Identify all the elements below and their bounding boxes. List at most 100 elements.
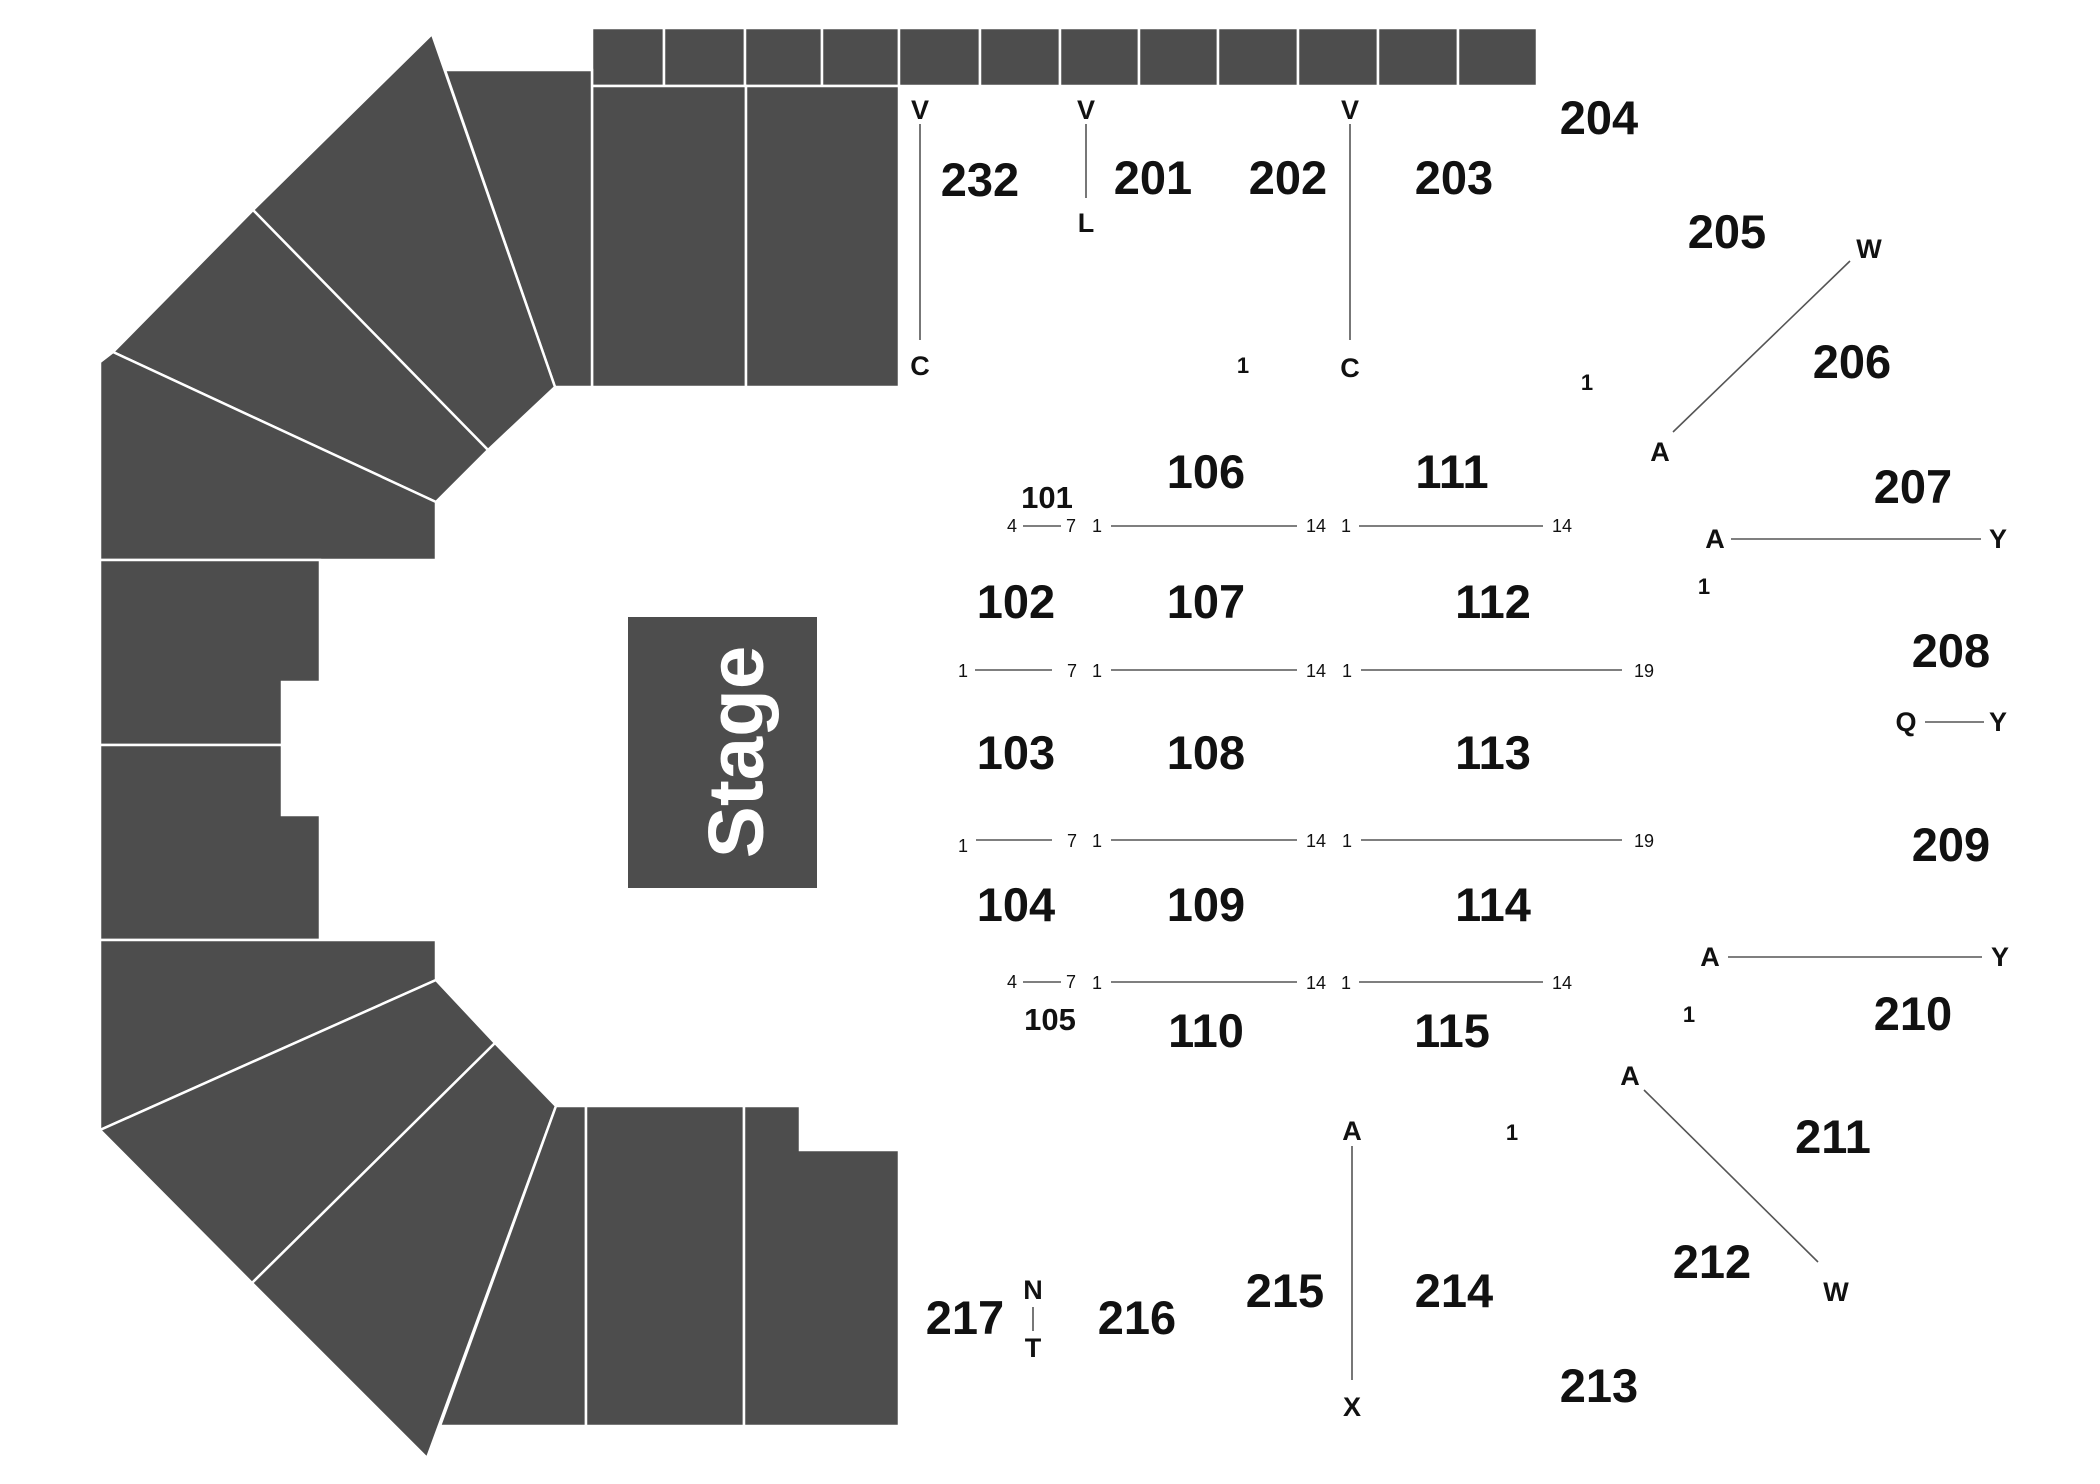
section-204-label[interactable]: 204 [1560,91,1638,144]
row-marker-207-a: A [1705,524,1725,554]
upper-block-top-12[interactable] [1456,26,1539,88]
section-232-label[interactable]: 232 [941,153,1019,206]
seat-num-115-end: 14 [1552,973,1572,993]
upper-block-left-2[interactable] [98,743,322,942]
upper-block-top-big-1[interactable] [590,84,748,389]
section-105-label[interactable]: 105 [1024,1002,1076,1037]
section-212-label[interactable]: 212 [1673,1235,1751,1288]
row-marker-207-y: Y [1989,524,2007,554]
section-110-label[interactable]: 110 [1168,1004,1244,1057]
row-marker-208-y: Y [1989,707,2007,737]
section-210-label[interactable]: 210 [1874,987,1952,1040]
seat-num-105-end: 7 [1066,972,1076,992]
upper-block-top-9[interactable] [1216,26,1300,88]
seat-num-102-start: 1 [958,661,968,681]
section-112-label[interactable]: 112 [1455,575,1531,628]
row-marker-206-a: A [1650,437,1670,467]
seat-marker-202: 1 [1237,353,1249,378]
row-line-206 [1672,260,1851,433]
seat-num-107-end: 14 [1306,661,1326,681]
upper-block-bottom-big-2[interactable] [742,1104,901,1428]
row-marker-215-x: X [1343,1392,1361,1422]
section-111-label[interactable]: 111 [1415,445,1488,498]
row-marker-212-w: W [1823,1277,1849,1307]
row-marker-206-w: W [1856,234,1882,264]
row-marker-216-n: N [1023,1275,1043,1305]
floor-row-lines: 4 7 1 14 1 14 1 7 1 14 1 19 1 7 1 14 1 1… [958,516,1654,993]
upper-row-indicators: V C V L V C W A A Y Q Y A Y A W A X [910,95,2009,1422]
seat-num-106-start: 1 [1092,516,1102,536]
upper-block-top-5[interactable] [897,26,982,88]
seat-marker-214: 1 [1506,1120,1518,1145]
section-202-label[interactable]: 202 [1249,151,1327,204]
section-106-label[interactable]: 106 [1167,445,1245,498]
stage[interactable]: Stage [628,617,817,888]
upper-block-top-7[interactable] [1058,26,1141,88]
left-seating-blocks [97,26,1539,1461]
section-101-label[interactable]: 101 [1021,480,1073,515]
section-102-label[interactable]: 102 [977,575,1055,628]
row-marker-210-a: A [1700,942,1720,972]
section-211-label[interactable]: 211 [1795,1110,1871,1163]
seat-num-111-start: 1 [1341,516,1351,536]
upper-block-top-2[interactable] [662,26,747,88]
seat-num-115-start: 1 [1341,973,1351,993]
upper-block-top-1[interactable] [590,26,666,88]
row-marker-203-v: V [1341,95,1359,125]
stage-platform [628,617,817,888]
section-104-label[interactable]: 104 [977,878,1055,931]
seat-num-107-start: 1 [1092,661,1102,681]
section-216-label[interactable]: 216 [1098,1291,1176,1344]
row-marker-208-q: Q [1895,707,1916,737]
upper-seat-markers: 1 1 1 1 1 [1237,353,1710,1145]
section-203-label[interactable]: 203 [1415,151,1493,204]
seat-num-110-end: 14 [1306,973,1326,993]
seat-marker-204: 1 [1581,370,1593,395]
section-109-label[interactable]: 109 [1167,878,1245,931]
section-115-label[interactable]: 115 [1414,1004,1490,1057]
upper-block-bottom-big-1[interactable] [584,1104,746,1428]
upper-block-top-4[interactable] [820,26,901,88]
row-marker-212-a: A [1620,1061,1640,1091]
seat-num-103-end: 7 [1067,831,1077,851]
seat-num-105-start: 4 [1007,972,1017,992]
seat-marker-207: 1 [1698,574,1710,599]
section-209-label[interactable]: 209 [1912,818,1990,871]
seat-num-108-end: 14 [1306,831,1326,851]
upper-block-top-3[interactable] [743,26,824,88]
section-113-label[interactable]: 113 [1455,726,1531,779]
seat-num-101-end: 7 [1066,516,1076,536]
section-207-label[interactable]: 207 [1874,460,1952,513]
seat-num-101-start: 4 [1007,516,1017,536]
upper-block-top-6[interactable] [978,26,1062,88]
section-205-label[interactable]: 205 [1688,205,1766,258]
seat-num-113-end: 19 [1634,831,1654,851]
section-217-label[interactable]: 217 [926,1291,1004,1344]
upper-block-top-11[interactable] [1376,26,1460,88]
section-206-label[interactable]: 206 [1813,335,1891,388]
section-208-label[interactable]: 208 [1912,624,1990,677]
upper-block-top-big-2[interactable] [744,84,901,389]
row-line-212 [1643,1089,1819,1263]
section-108-label[interactable]: 108 [1167,726,1245,779]
section-213-label[interactable]: 213 [1560,1359,1638,1412]
section-201-label[interactable]: 201 [1114,151,1192,204]
seat-num-103-start: 1 [958,836,968,856]
row-marker-201-v: V [1077,95,1095,125]
row-marker-216-t: T [1025,1333,1042,1363]
upper-block-fan-3[interactable] [98,350,438,562]
section-214-label[interactable]: 214 [1415,1264,1493,1317]
section-215-label[interactable]: 215 [1246,1264,1324,1317]
section-103-label[interactable]: 103 [977,726,1055,779]
upper-block-top-8[interactable] [1137,26,1220,88]
seat-num-112-start: 1 [1342,661,1352,681]
row-marker-215-a: A [1342,1116,1362,1146]
row-marker-232-v: V [911,95,929,125]
floor-section-labels: 101 102 103 104 105 106 107 108 109 110 … [977,445,1531,1057]
upper-block-left-1[interactable] [98,558,322,747]
section-114-label[interactable]: 114 [1455,878,1531,931]
row-marker-210-y: Y [1991,942,2009,972]
upper-block-top-10[interactable] [1296,26,1380,88]
section-107-label[interactable]: 107 [1167,575,1245,628]
